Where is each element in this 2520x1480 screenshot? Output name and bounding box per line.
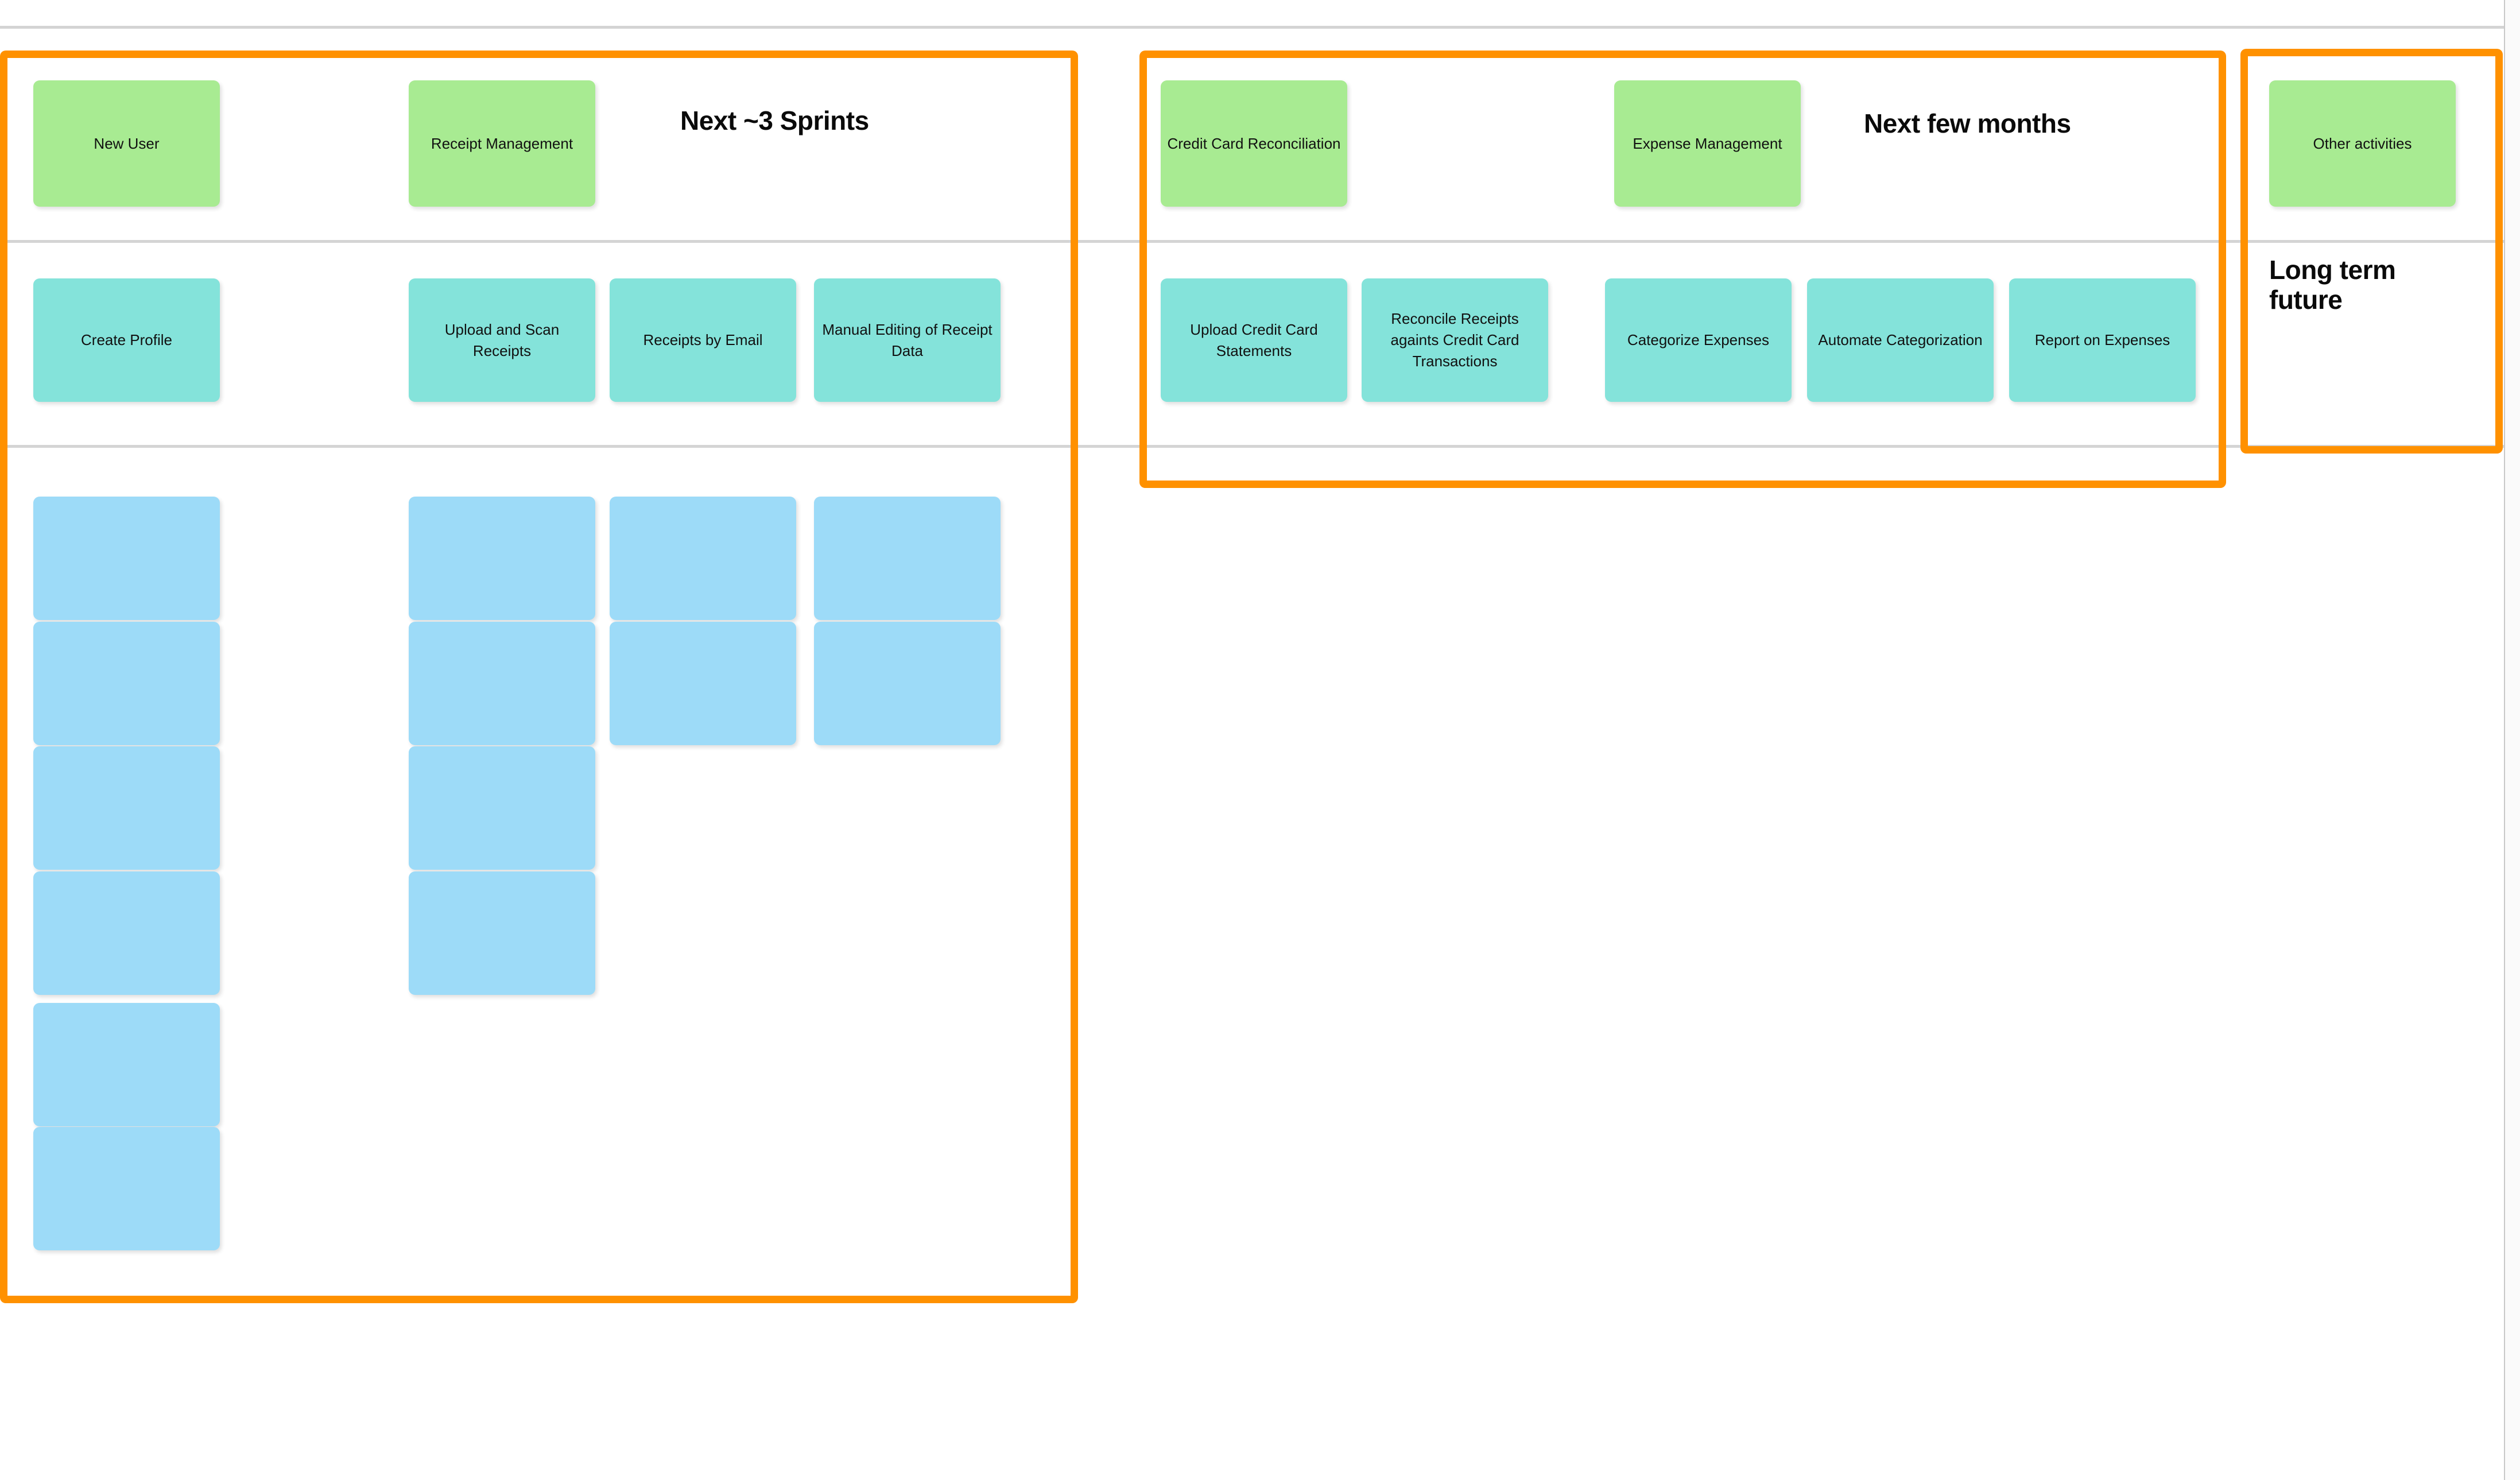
activity-card-2[interactable]: Receipt Management	[409, 80, 595, 207]
lane-divider-2	[0, 240, 2520, 243]
step-card-label: Categorize Expenses	[1627, 331, 1770, 349]
lane-divider-3	[0, 445, 2520, 448]
canvas-dot-grid[interactable]	[2505, 0, 2520, 1480]
story-card-3[interactable]	[33, 746, 220, 870]
step-card-label: Receipts by Email	[643, 331, 763, 349]
story-card-9[interactable]	[409, 746, 595, 870]
step-card-4[interactable]: Manual Editing of Receipt Data	[814, 278, 1001, 402]
release-box-next-few-months[interactable]	[1139, 51, 2226, 488]
story-card-6[interactable]	[33, 1127, 220, 1250]
release-box-long-term-future[interactable]	[2240, 49, 2503, 454]
step-card-label: Report on Expenses	[2034, 331, 2170, 349]
story-card-14[interactable]	[814, 622, 1001, 745]
story-card-13[interactable]	[814, 497, 1001, 620]
step-card-3[interactable]: Receipts by Email	[610, 278, 796, 402]
step-card-5[interactable]: Upload Credit Card Statements	[1161, 278, 1347, 402]
activity-card-5[interactable]: Other activities	[2269, 80, 2456, 207]
activity-card-label: Receipt Management	[431, 134, 573, 152]
story-card-4[interactable]	[33, 871, 220, 995]
story-card-10[interactable]	[409, 871, 595, 995]
story-card-12[interactable]	[610, 622, 796, 745]
step-card-label: Manual Editing of Receipt Data	[822, 320, 993, 359]
story-card-8[interactable]	[409, 622, 595, 745]
release-title-next-few-months[interactable]: Next few months	[1864, 109, 2071, 138]
activity-card-label: Credit Card Reconciliation	[1167, 134, 1341, 152]
step-card-9[interactable]: Report on Expenses	[2009, 278, 2196, 402]
activity-card-label: Other activities	[2313, 134, 2412, 152]
step-card-label: Automate Categorization	[1818, 331, 1983, 349]
lane-divider-1	[0, 26, 2520, 29]
step-card-6[interactable]: Reconcile Receipts againts Credit Card T…	[1362, 278, 1548, 402]
step-card-2[interactable]: Upload and Scan Receipts	[409, 278, 595, 402]
activity-card-1[interactable]: New User	[33, 80, 220, 207]
release-title-next-3-sprints[interactable]: Next ~3 Sprints	[680, 106, 869, 135]
step-card-label: Upload and Scan Receipts	[444, 320, 560, 359]
step-card-label: Reconcile Receipts againts Credit Card T…	[1390, 310, 1519, 370]
release-box-next-3-sprints[interactable]	[0, 51, 1078, 1303]
story-card-7[interactable]	[409, 497, 595, 620]
activity-card-3[interactable]: Credit Card Reconciliation	[1161, 80, 1347, 207]
story-card-1[interactable]	[33, 497, 220, 620]
release-title-long-term-future[interactable]: Long term future	[2269, 255, 2396, 315]
story-card-2[interactable]	[33, 622, 220, 745]
activity-card-label: Expense Management	[1633, 134, 1782, 152]
story-card-11[interactable]	[610, 497, 796, 620]
step-card-8[interactable]: Automate Categorization	[1807, 278, 1994, 402]
step-card-7[interactable]: Categorize Expenses	[1605, 278, 1792, 402]
step-card-label: Upload Credit Card Statements	[1190, 320, 1318, 359]
step-card-label: Create Profile	[81, 331, 172, 349]
step-card-1[interactable]: Create Profile	[33, 278, 220, 402]
activity-card-label: New User	[94, 134, 160, 152]
activity-card-4[interactable]: Expense Management	[1614, 80, 1801, 207]
story-card-5[interactable]	[33, 1003, 220, 1126]
canvas-edge-line	[2504, 0, 2506, 1480]
